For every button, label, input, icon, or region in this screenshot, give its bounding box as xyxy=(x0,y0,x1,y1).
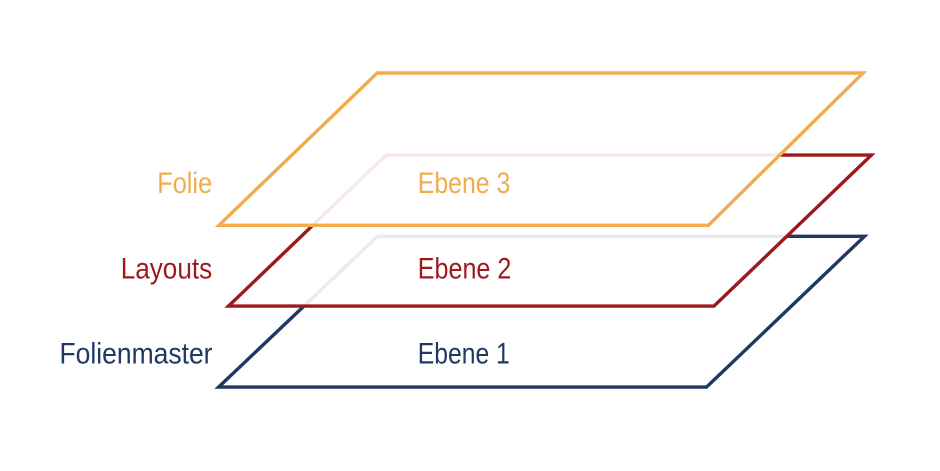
svg-text:Ebene 2: Ebene 2 xyxy=(418,253,512,286)
svg-text:Ebene 3: Ebene 3 xyxy=(418,167,511,200)
svg-text:Folie: Folie xyxy=(157,167,212,200)
svg-text:Folienmaster: Folienmaster xyxy=(60,337,213,370)
svg-text:Layouts: Layouts xyxy=(121,253,213,286)
svg-text:Ebene 1: Ebene 1 xyxy=(418,337,510,370)
